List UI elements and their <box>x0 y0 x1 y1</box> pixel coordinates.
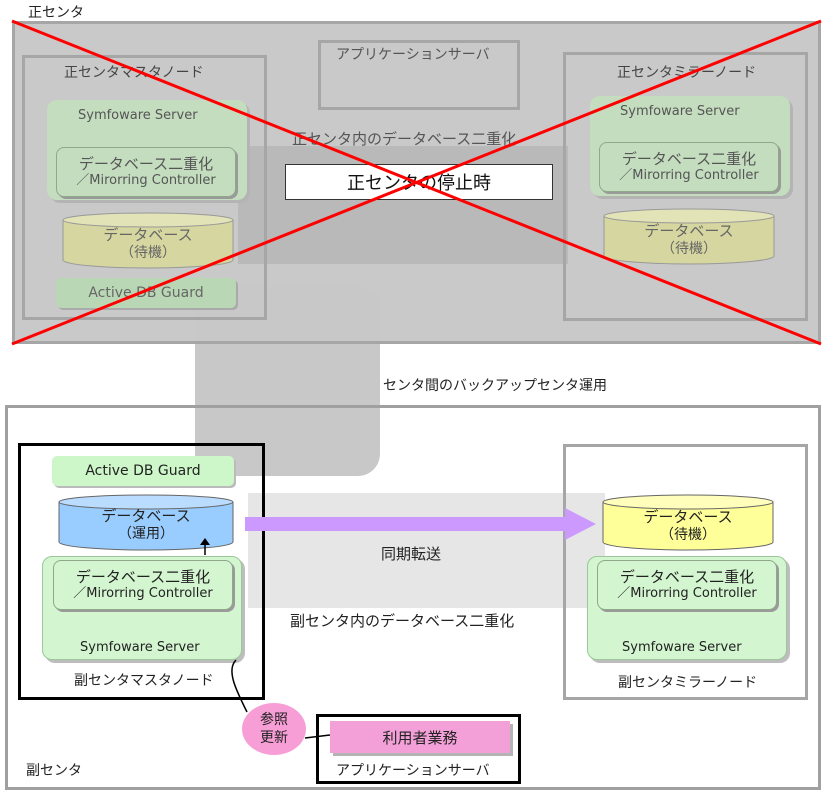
secondary-active-db-guard-label: Active DB Guard <box>85 463 201 479</box>
ref-update-line2: 更新 <box>260 730 288 746</box>
secondary-master-node-label: 副センタマスタノード <box>74 673 214 689</box>
secondary-master-dual-box: データベース二重化 ／Mirorring Controller <box>53 560 233 610</box>
primary-stop-box: 正センタの停止時 <box>285 164 553 200</box>
secondary-mirror-symfoware-label: Symfoware Server <box>622 640 742 655</box>
primary-master-dual-box: データベース二重化 ／Mirorring Controller <box>56 147 236 197</box>
primary-center-label: 正センタ <box>28 5 84 21</box>
primary-mirror-dual-line1: データベース二重化 <box>621 149 757 168</box>
secondary-mirror-db-line1: データベース <box>643 507 733 526</box>
secondary-mirror-db-cylinder <box>602 494 774 551</box>
primary-mirror-dual-line2: ／Mirorring Controller <box>619 168 759 184</box>
secondary-master-node-frame <box>18 443 265 700</box>
secondary-mirror-dual-line1: データベース二重化 <box>619 567 755 586</box>
secondary-mirror-node-frame <box>563 444 808 700</box>
primary-mirror-node-label: 正センタミラーノード <box>617 65 757 81</box>
secondary-center-label: 副センタ <box>26 763 82 779</box>
ref-update-line1: 参照 <box>260 711 288 728</box>
primary-master-symfoware-label: Symfoware Server <box>78 108 198 123</box>
primary-master-db-line2: （待機） <box>120 244 176 261</box>
secondary-mirror-dual-line2: ／Mirorring Controller <box>617 586 757 602</box>
secondary-app-server-frame <box>316 714 521 784</box>
secondary-app-server-label: アプリケーションサーバ <box>336 763 490 779</box>
secondary-active-db-guard: Active DB Guard <box>52 456 234 486</box>
secondary-master-dual-line1: データベース二重化 <box>75 567 211 586</box>
secondary-master-dual-line2: ／Mirorring Controller <box>73 586 213 602</box>
primary-master-dual-line1: データベース二重化 <box>78 154 214 173</box>
primary-master-db-text: データベース （待機） <box>62 224 234 264</box>
secondary-master-db-line1: データベース <box>101 506 191 525</box>
ref-update-bubble: 参照 更新 <box>242 703 306 755</box>
primary-master-node-label: 正センタマスタノード <box>64 65 204 81</box>
primary-internal-dual-label: 正センタ内のデータベース二重化 <box>292 130 517 148</box>
secondary-mirror-db-text: データベース （待機） <box>602 506 774 546</box>
secondary-internal-dual-label: 副センタ内のデータベース二重化 <box>290 612 515 630</box>
primary-active-db-guard-label: Active DB Guard <box>88 285 204 301</box>
secondary-master-db-line2: （運用） <box>118 525 174 542</box>
primary-mirror-symfoware-label: Symfoware Server <box>620 104 740 119</box>
primary-mirror-db-text: データベース （待機） <box>603 220 775 260</box>
primary-stop-label: 正センタの停止時 <box>347 173 491 194</box>
sync-transfer-label: 同期転送 <box>381 545 442 563</box>
inter-center-label: センタ間のバックアップセンタ運用 <box>383 378 607 394</box>
secondary-mirror-dual-box: データベース二重化 ／Mirorring Controller <box>597 560 777 610</box>
primary-mirror-db-line1: データベース <box>644 221 734 240</box>
primary-mirror-dual-box: データベース二重化 ／Mirorring Controller <box>599 142 779 192</box>
primary-active-db-guard: Active DB Guard <box>56 278 236 308</box>
user-business-box: 利用者業務 <box>330 721 510 753</box>
primary-mirror-db-line2: （待機） <box>661 240 717 257</box>
primary-master-dual-line2: ／Mirorring Controller <box>76 173 216 189</box>
secondary-master-db-text: データベース （運用） <box>58 505 234 545</box>
user-business-label: 利用者業務 <box>382 728 458 747</box>
secondary-mirror-db-line2: （待機） <box>660 526 716 543</box>
secondary-center-frame <box>5 405 821 790</box>
primary-app-server-label: アプリケーションサーバ <box>336 47 490 63</box>
secondary-master-symfoware-label: Symfoware Server <box>80 640 200 655</box>
primary-master-db-line1: データベース <box>103 225 193 244</box>
secondary-mirror-node-label: 副センタミラーノード <box>618 675 758 691</box>
secondary-master-db-cylinder <box>58 494 234 551</box>
